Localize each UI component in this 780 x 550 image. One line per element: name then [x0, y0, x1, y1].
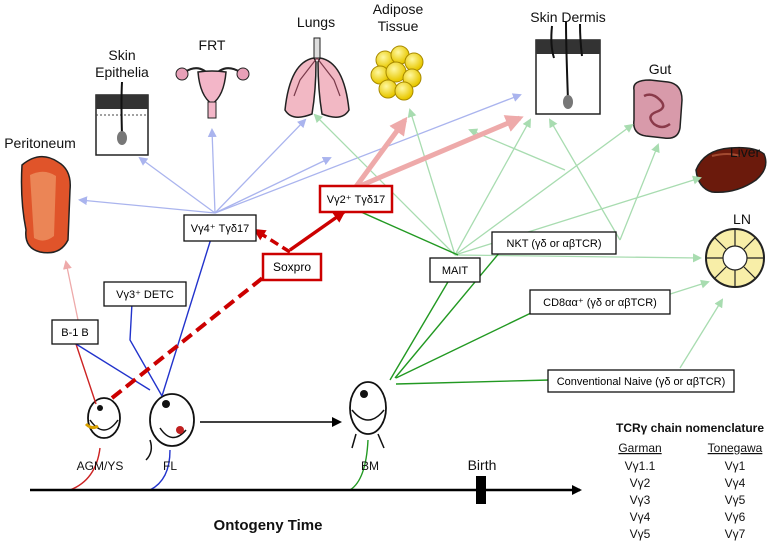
embryo-bm [349, 381, 387, 449]
cd8aa-box: CD8αα⁺ (γδ or αβTCR) [543, 297, 657, 309]
conventional-naive-box: Conventional Naive (γδ or αβTCR) [557, 376, 726, 388]
nomenclature-row-garman: Vγ4 [630, 510, 651, 524]
nkt-box: NKT (γδ or αβTCR) [507, 238, 602, 250]
nomenclature-row-tonegawa: Vγ1 [725, 459, 746, 473]
timeline-label: Ontogeny Time [214, 517, 323, 534]
label-agm-ys: AGM/YS [77, 459, 124, 473]
nomenclature-col1: Garman [618, 441, 661, 455]
nomenclature-col2: Tonegawa [708, 441, 763, 455]
lungs-illustration [284, 37, 350, 118]
nomenclature-row-tonegawa: Vγ7 [725, 527, 746, 541]
vg4-tgd17-box: Vγ4⁺ Tγδ17 [191, 223, 249, 235]
distribution-arrows [63, 93, 724, 369]
mait-box: MAIT [442, 265, 469, 277]
peritoneum-illustration [20, 156, 71, 254]
frt-illustration [175, 67, 250, 119]
soxpro-arrows [110, 210, 346, 400]
lymph-node-illustration [705, 228, 765, 288]
label-skin-epithelia-1: Skin [108, 47, 135, 63]
site-labels: AGM/YS FL BM [77, 459, 379, 473]
label-skin-dermis: Skin Dermis [530, 9, 605, 25]
label-adipose-2: Tissue [378, 18, 419, 34]
birth-label: Birth [468, 457, 497, 473]
nomenclature-row-garman: Vγ1.1 [625, 459, 656, 473]
nomenclature-row-garman: Vγ5 [630, 527, 651, 541]
skin-dermis-illustration [535, 21, 601, 115]
nomenclature-title: TCRγ chain nomenclature [616, 421, 764, 435]
soxpro-box: Soxpro [273, 260, 311, 274]
cell-boxes: Vγ4⁺ Tγδ17 Vγ2⁺ Tγδ17 Soxpro Vγ3⁺ DETC B… [51, 184, 735, 393]
adipose-illustration [370, 45, 424, 101]
label-frt: FRT [199, 37, 226, 53]
nomenclature-row-garman: Vγ3 [630, 493, 651, 507]
label-liver: Liver [730, 144, 761, 160]
label-bm: BM [361, 459, 379, 473]
embryo-agm-ys [84, 397, 121, 439]
nomenclature-row-garman: Vγ2 [630, 476, 651, 490]
organ-labels: Peritoneum Skin Epithelia FRT Lungs Adip… [4, 1, 760, 227]
embryo-fl [145, 393, 195, 461]
label-adipose-1: Adipose [373, 1, 424, 17]
label-peritoneum: Peritoneum [4, 135, 76, 151]
skin-epithelia-illustration [95, 81, 149, 156]
label-gut: Gut [649, 61, 672, 77]
birth-marker [476, 476, 486, 504]
gut-illustration [633, 79, 683, 140]
label-lungs: Lungs [297, 14, 335, 30]
lineage-lines [69, 207, 559, 491]
vg2-tgd17-box: Vγ2⁺ Tγδ17 [327, 194, 385, 206]
label-fl: FL [163, 459, 177, 473]
nomenclature-row-tonegawa: Vγ5 [725, 493, 746, 507]
b1b-box: B-1 B [61, 327, 89, 339]
timeline [30, 476, 582, 504]
liver-illustration [695, 146, 767, 193]
nomenclature-row-tonegawa: Vγ6 [725, 510, 746, 524]
label-ln: LN [733, 211, 751, 227]
nomenclature-row-tonegawa: Vγ4 [725, 476, 746, 490]
nomenclature-table: TCRγ chain nomenclature Garman Tonegawa … [616, 421, 764, 541]
vg3-detc-box: Vγ3⁺ DETC [116, 289, 174, 301]
label-skin-epithelia-2: Epithelia [95, 64, 149, 80]
